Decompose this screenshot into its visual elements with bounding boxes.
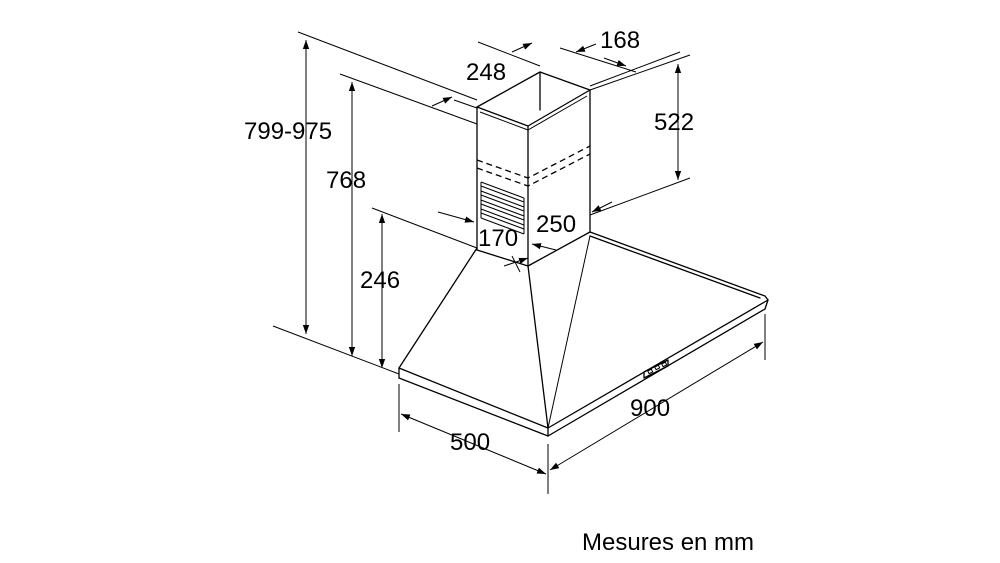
label-height-768: 768: [326, 167, 366, 194]
label-chimney-height: 522: [654, 109, 694, 136]
dim-duct-depth: [437, 211, 529, 273]
label-duct-depth: 170: [478, 225, 518, 252]
hood-chimney: [476, 71, 591, 267]
dim-chimney-height: [589, 54, 691, 216]
dim-height-768: [339, 73, 478, 356]
dim-chimney-width: [559, 43, 681, 87]
dim-duct-width: [531, 201, 613, 251]
label-canopy-depth: 500: [450, 429, 490, 456]
label-total-height: 799-975: [244, 118, 332, 145]
label-chimney-depth: 248: [466, 59, 506, 86]
dim-canopy-width: [549, 314, 766, 471]
vent-slots: [480, 181, 525, 235]
dim-canopy-depth: [398, 384, 549, 494]
hood-canopy: [398, 231, 769, 437]
label-duct-width: 250: [536, 211, 576, 238]
dim-total-height: [272, 31, 478, 375]
label-canopy-width: 900: [630, 395, 670, 422]
dim-canopy-height: [371, 207, 478, 368]
label-canopy-height: 246: [360, 267, 400, 294]
label-chimney-width: 168: [600, 27, 640, 54]
dim-chimney-depth: [431, 41, 541, 109]
units-caption: Mesures en mm: [582, 529, 755, 556]
control-panel: [643, 359, 669, 379]
